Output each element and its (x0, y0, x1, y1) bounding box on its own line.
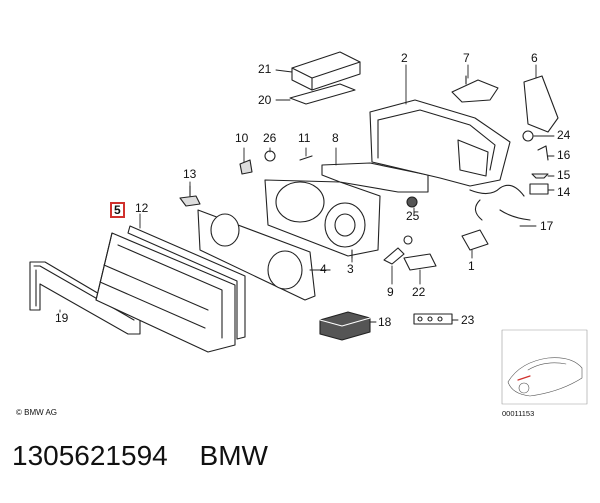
part-21-control-unit (291, 51, 361, 91)
callout-10: 10 (235, 131, 249, 145)
callout-8: 8 (332, 131, 339, 145)
part-20-bracket (289, 83, 356, 105)
callout-23: 23 (461, 313, 475, 327)
callout-20: 20 (258, 93, 272, 107)
callout-5: 5 (110, 202, 125, 218)
part-5-lens (95, 232, 236, 353)
callout-13: 13 (183, 167, 197, 181)
part-1-bulb (461, 229, 489, 251)
leader-lines (59, 64, 555, 323)
part-10-clip (239, 159, 253, 175)
callout-24: 24 (557, 128, 571, 142)
callout-25: 25 (406, 209, 420, 223)
callout-14: 14 (557, 185, 571, 199)
callout-3: 3 (347, 262, 354, 276)
callout-15: 15 (557, 168, 571, 182)
figure-id: 00011153 (502, 409, 535, 418)
part-12-gasket (127, 225, 246, 340)
part-14 (529, 183, 549, 195)
part-8-cover-plate (321, 162, 429, 193)
part-19-trim-frame (29, 261, 141, 335)
part-9-bulb (383, 235, 413, 265)
part-25-grommet (406, 196, 418, 208)
callout-18: 18 (378, 315, 392, 329)
callout-17: 17 (540, 219, 554, 233)
part-22-ballast (403, 253, 437, 271)
callout-21: 21 (258, 62, 272, 76)
part-23-parts-set (413, 313, 453, 325)
callout-19: 19 (55, 311, 69, 325)
footer: 1305621594 BMW (12, 440, 268, 472)
callout-7: 7 (463, 51, 470, 65)
part-15 (531, 173, 549, 179)
callout-22: 22 (412, 285, 426, 299)
part-24 (522, 130, 534, 142)
part-7-cap (451, 75, 499, 103)
vehicle-locator-inset (501, 329, 588, 405)
callout-11: 11 (298, 131, 311, 145)
copyright-text: © BMW AG (16, 408, 58, 417)
part-26-ring (264, 150, 276, 162)
exploded-headlight-diagram (29, 51, 588, 405)
part-2-housing (369, 99, 511, 187)
part-18-box (319, 311, 371, 341)
callout-4: 4 (320, 262, 327, 276)
callout-12: 12 (135, 201, 149, 215)
callout-9: 9 (387, 285, 394, 299)
brand-name: BMW (199, 440, 268, 471)
part-16 (537, 145, 549, 161)
callout-16: 16 (557, 148, 571, 162)
callout-6: 6 (531, 51, 538, 65)
part-4-frame (197, 209, 331, 301)
part-6-side-cover (523, 75, 559, 133)
part-13-clip (179, 185, 201, 207)
callout-26: 26 (263, 131, 277, 145)
part-17-wiring (469, 184, 531, 221)
callout-2: 2 (401, 51, 408, 65)
part-11-screw (299, 155, 313, 161)
part-number: 1305621594 (12, 440, 168, 471)
callout-1: 1 (468, 259, 475, 273)
